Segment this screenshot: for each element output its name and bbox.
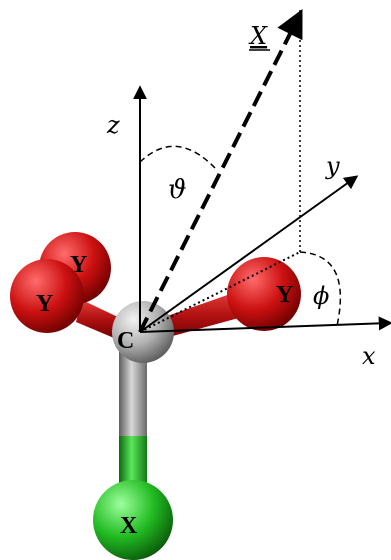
- z-axis-label: z: [106, 111, 120, 139]
- theta-angle-arc: [139, 145, 216, 169]
- atom-x-bottom: [93, 480, 173, 560]
- atom-y-left: [10, 259, 84, 333]
- y-axis: [139, 175, 359, 333]
- y-axis-label: y: [325, 152, 340, 180]
- atom-y-left-label: Y: [36, 291, 53, 317]
- vector-x-arrow: [138, 8, 303, 333]
- atom-y-right: [227, 257, 301, 331]
- atom-y-right-label: Y: [276, 282, 293, 308]
- bond-c-x-gray: [119, 350, 147, 440]
- atom-x-bottom-label: X: [120, 513, 138, 539]
- theta-label: ϑ: [168, 175, 187, 205]
- atom-carbon-label: C: [117, 328, 134, 354]
- bond-c-y-right: [150, 292, 246, 340]
- phi-label: ϕ: [313, 282, 329, 310]
- vector-x-label: X: [248, 22, 268, 50]
- x-axis-label: x: [362, 342, 376, 370]
- phi-angle-arc: [299, 251, 341, 327]
- bond-c-y-left: [76, 300, 120, 338]
- x-axis: [139, 316, 391, 333]
